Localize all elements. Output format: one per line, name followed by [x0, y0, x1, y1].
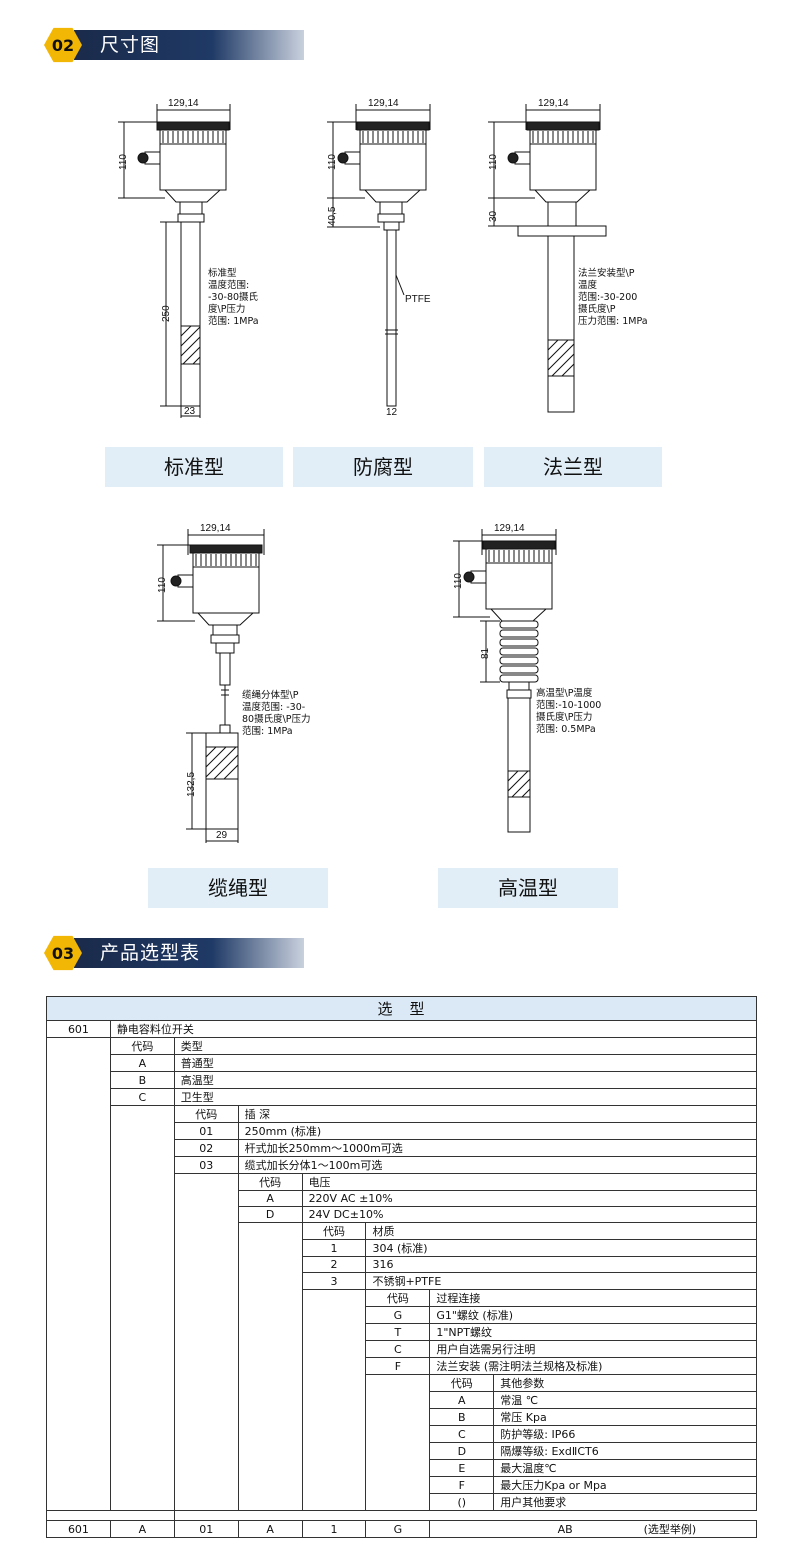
table-title: 选 型	[46, 996, 757, 1021]
dim-anti-dia: 12	[386, 407, 398, 418]
note-cable: 缆绳分体型\P 温度范围: -30- 80摄氏度\P压力 范围: 1MPa	[242, 689, 314, 737]
dim-head: 110	[118, 154, 129, 170]
type-label-flange: 法兰型	[484, 447, 662, 487]
dim-width: 129,14	[168, 98, 199, 109]
drawing-cable: 129,14 110 132,5 29 缆绳分体型\P 温度范围: -30- 8…	[157, 523, 314, 843]
drawing-flange: 129,14 110 30 法兰安装型\P 温度 范围:-30-200 摄氏度\…	[488, 98, 648, 413]
svg-text:129,14: 129,14	[368, 98, 399, 109]
dim-cable-dia: 29	[216, 830, 228, 841]
svg-text:129,14: 129,14	[494, 523, 525, 534]
type-label-anticorrosion: 防腐型	[293, 447, 473, 487]
dim-ht-neck: 81	[480, 647, 491, 659]
note-flange: 法兰安装型\P 温度 范围:-30-200 摄氏度\P 压力范围: 1MPa	[578, 267, 648, 327]
table-row: 代码 其他参数	[47, 1374, 757, 1511]
table-row: 601 静电容料位开关	[46, 1020, 758, 1038]
section-title: 产品选型表	[74, 938, 304, 968]
dim-std-dia: 23	[184, 406, 196, 417]
table-row	[46, 1510, 757, 1521]
svg-text:110: 110	[327, 154, 338, 170]
dim-anti-neck: 40,5	[327, 206, 338, 226]
type-label-cable: 缆绳型	[148, 868, 328, 908]
note-standard: 标准型 温度范围: -30-80摄氏 度\P压力 范围: 1MPa	[208, 267, 261, 327]
drawing-standard: 129,14 110 250 23 标准型 温度范围: -30-80摄氏 度\P…	[118, 98, 261, 418]
note-hightemp: 高温型\P温度 范围:-10-1000 摄氏度\P压力 范围: 0.5MPa	[536, 687, 604, 735]
drawing-anticorrosion: 129,14 110 40,5 PTFE 12	[327, 98, 431, 418]
dimension-drawings: 129,14 110 250 23 标准型 温度范围: -30-80摄氏 度\P…	[118, 98, 648, 418]
table-row-example: 601 A 01 A 1 G AB (选型举例)	[46, 1520, 757, 1538]
section-header-dimensions: 尺寸图 02	[44, 26, 304, 64]
dim-flange-neck: 30	[488, 210, 499, 222]
svg-text:110: 110	[453, 573, 464, 589]
drawing-hightemp: 129,14 110 81 高温型\P温度 范围:-10-1000	[453, 523, 604, 833]
anti-material: PTFE	[405, 294, 431, 305]
cooling-fins	[499, 620, 539, 683]
svg-text:110: 110	[157, 577, 168, 593]
table-row: ()用户其他要求	[47, 1493, 757, 1511]
dim-cable-len: 132,5	[186, 772, 197, 797]
svg-text:110: 110	[488, 154, 499, 170]
section-title: 尺寸图	[74, 30, 304, 60]
table-row: 代码 电压	[47, 1173, 758, 1511]
dim-std-rod: 250	[161, 305, 172, 322]
section-header-selection: 产品选型表 03	[44, 934, 304, 972]
type-label-standard: 标准型	[105, 447, 283, 487]
dimension-drawings-row2: 129,14 110 132,5 29 缆绳分体型\P 温度范围: -30- 8…	[157, 523, 604, 843]
table-row: 代码 插 深	[47, 1105, 758, 1511]
table-row: 代码 类型	[46, 1037, 758, 1511]
type-label-hightemp: 高温型	[438, 868, 618, 908]
svg-text:129,14: 129,14	[200, 523, 231, 534]
svg-text:129,14: 129,14	[538, 98, 569, 109]
